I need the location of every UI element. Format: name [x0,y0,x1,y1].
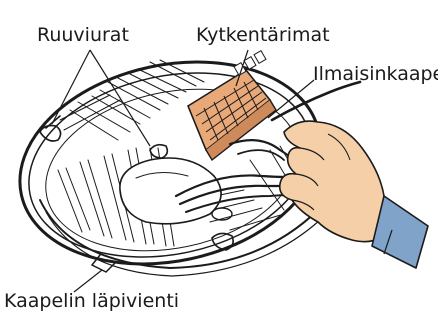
terminal-strips-label: Kytkentärimat [196,26,330,45]
detector-cable-label: Ilmaisinkaapeli [313,65,438,84]
screw-slots-label: Ruuviurat [37,26,129,45]
cable-entry-label: Kaapelin läpivienti [4,292,179,311]
hand-illustration [280,121,428,268]
